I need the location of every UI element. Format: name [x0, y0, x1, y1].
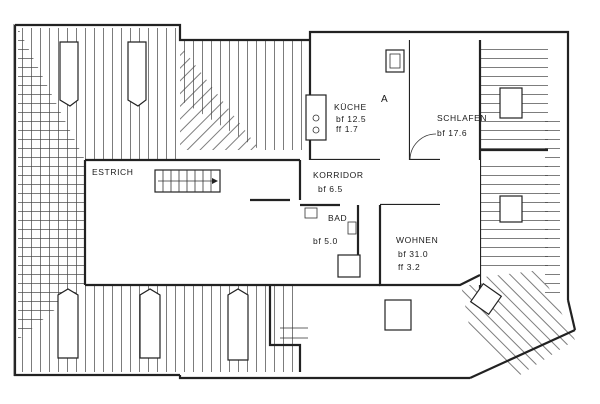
- section-marker: A: [381, 94, 388, 105]
- estrich-name: ESTRICH: [92, 167, 134, 177]
- staircase: [154, 169, 221, 193]
- bad-room: [300, 203, 380, 285]
- wohnen-area: bf 31.0: [398, 249, 428, 259]
- bottom-walls: [268, 285, 308, 372]
- bad-area: bf 5.0: [313, 236, 338, 246]
- kueche-name: KÜCHE: [334, 102, 367, 112]
- kueche-room: [305, 40, 412, 162]
- korridor-name: KORRIDOR: [313, 170, 364, 180]
- schlafen-area: bf 17.6: [437, 128, 467, 138]
- kueche-floor: ff 1.7: [336, 124, 358, 134]
- bad-name: BAD: [328, 213, 347, 223]
- schlafen-name: SCHLAFEN: [437, 113, 487, 123]
- kueche-area: bf 12.5: [336, 114, 366, 124]
- skylights: [57, 41, 523, 361]
- korridor-room: [250, 160, 480, 207]
- wohnen-floor: ff 3.2: [398, 262, 420, 272]
- wohnen-room: [300, 205, 481, 287]
- korridor-area: bf 6.5: [318, 184, 343, 194]
- wohnen-name: WOHNEN: [396, 235, 438, 245]
